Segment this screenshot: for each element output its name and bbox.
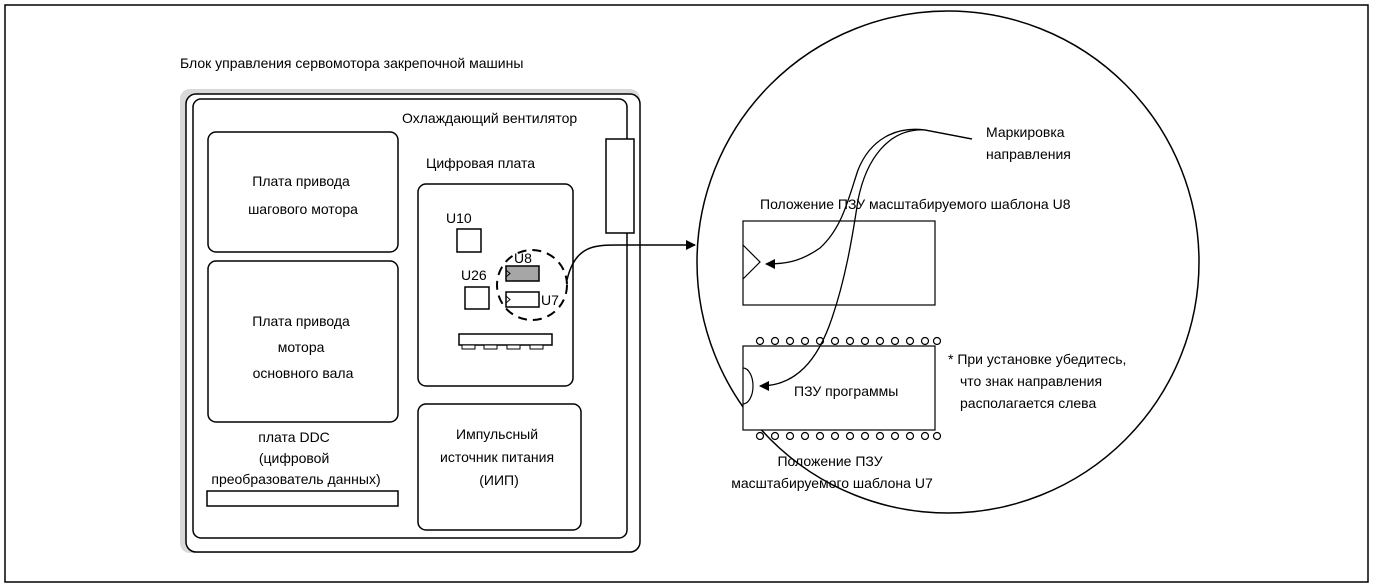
chip-u26-label: U26 xyxy=(461,267,487,283)
stepper-board-label: Плата привода шагового мотора xyxy=(248,173,358,217)
main-shaft-board-label: Плата привода мотора основного вала xyxy=(252,313,353,381)
main-shaft-line-3: основного вала xyxy=(253,365,354,381)
ddc-line-3: преобразователь данных) xyxy=(211,471,380,487)
install-note-line-1: * При установке убедитесь, xyxy=(948,351,1126,367)
chip-u26 xyxy=(464,286,490,310)
install-note: * При установке убедитесь, что знак напр… xyxy=(948,351,1130,411)
connector-strip xyxy=(458,333,553,346)
u7-position-label: Положение ПЗУ масштабируемого шаблона U7 xyxy=(731,453,933,491)
controller-inner-panel xyxy=(192,98,628,539)
psu-line-1: Импульсный xyxy=(456,426,538,442)
psu-label: Импульсный источник питания (ИИП) xyxy=(440,426,558,488)
program-rom-label: ПЗУ программы xyxy=(794,383,898,399)
chip-u8-notch xyxy=(505,269,511,278)
chip-u7 xyxy=(505,291,540,308)
page-frame xyxy=(4,4,1369,583)
chip-u8-label: U8 xyxy=(514,250,532,266)
direction-mark-label: Маркировка направления xyxy=(986,124,1071,162)
direction-mark-line-2: направления xyxy=(986,146,1071,162)
psu-line-2: источник питания xyxy=(440,449,554,465)
ddc-board-label: плата DDC (цифровой преобразователь данн… xyxy=(211,429,380,487)
psu-line-3: (ИИП) xyxy=(479,472,519,488)
fan-label: Охлаждающий вентилятор xyxy=(402,110,577,126)
u7-position-line-2: масштабируемого шаблона U7 xyxy=(731,475,933,491)
chip-u10-label: U10 xyxy=(446,210,472,226)
program-rom-notch xyxy=(742,367,754,405)
detail-u8-notch xyxy=(742,244,761,280)
chip-u10 xyxy=(456,228,482,253)
digital-board xyxy=(417,183,574,387)
chip-u8 xyxy=(505,265,540,282)
stepper-board-line-1: Плата привода xyxy=(252,173,350,189)
power-supply-unit xyxy=(417,403,582,531)
main-shaft-line-2: мотора xyxy=(278,339,325,355)
connector-pins xyxy=(461,344,544,350)
program-rom-top-pins xyxy=(755,336,942,346)
main-shaft-line-1: Плата привода xyxy=(252,313,350,329)
controller-title: Блок управления сервомотора закрепочной … xyxy=(180,55,523,71)
stepper-board-line-2: шагового мотора xyxy=(248,201,358,217)
main-shaft-driver-board xyxy=(207,260,399,423)
install-note-line-2: что знак направления xyxy=(960,373,1102,389)
direction-pointer-to-u8 xyxy=(765,128,973,269)
rom-highlight-circle xyxy=(496,249,568,321)
program-rom-chip xyxy=(742,345,936,431)
chip-u7-label: U7 xyxy=(541,292,559,308)
u7-position-line-1: Положение ПЗУ xyxy=(777,453,882,469)
direction-mark-line-1: Маркировка xyxy=(986,124,1065,140)
zoom-arrow xyxy=(566,240,696,281)
u8-position-label: Положение ПЗУ масштабируемого шаблона U8 xyxy=(760,196,1071,212)
ddc-line-2: (цифровой xyxy=(259,450,329,466)
direction-pointer-to-program-rom xyxy=(759,129,973,391)
ddc-line-1: плата DDC xyxy=(258,429,330,445)
ddc-board xyxy=(206,490,399,507)
chip-u7-notch xyxy=(505,295,511,304)
install-note-line-3: располагается слева xyxy=(960,395,1096,411)
detail-u8-chip xyxy=(742,220,936,306)
digital-board-label: Цифровая плата xyxy=(426,155,535,171)
stepper-driver-board xyxy=(207,131,399,253)
cooling-fan xyxy=(605,138,635,234)
program-rom-bottom-pins xyxy=(755,431,942,441)
